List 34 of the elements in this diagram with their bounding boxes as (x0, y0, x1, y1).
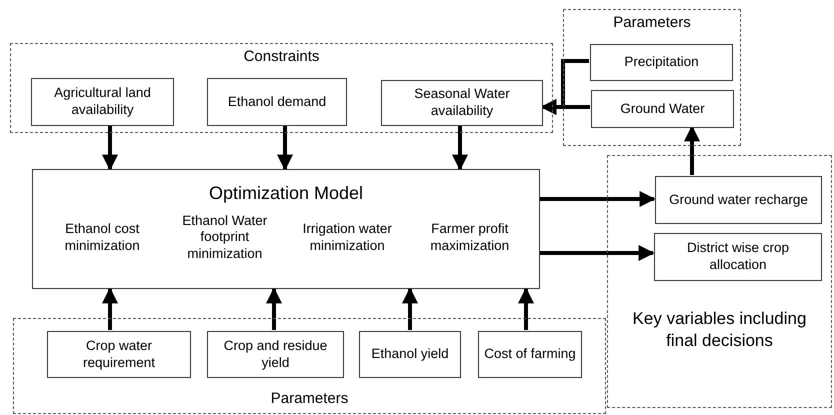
process-box: Ethanol yield (359, 331, 461, 378)
process-box: Crop water requirement (47, 331, 191, 378)
dashed-group-frame (10, 43, 553, 133)
arrow (402, 287, 418, 330)
arrow (277, 125, 293, 171)
arrow (540, 191, 656, 207)
arrow (518, 287, 534, 330)
group-heading: Key variables including final decisions (632, 308, 808, 351)
process-box: Precipitation (590, 44, 733, 81)
group-heading: Parameters (613, 14, 691, 33)
box-title: Optimization Model (208, 182, 364, 204)
arrow (452, 125, 468, 171)
model-box (32, 169, 540, 289)
arrow (102, 287, 118, 330)
arrow (102, 125, 118, 171)
objective-text: Irrigation water minimization (302, 220, 393, 255)
arrow (266, 287, 282, 330)
process-box: Cost of farming (478, 331, 582, 378)
process-box: Seasonal Water availability (381, 80, 543, 126)
group-heading: Parameters (270, 390, 348, 409)
dashed-group-frame (13, 318, 606, 414)
process-box: District wise crop allocation (654, 233, 822, 281)
process-box: Agricultural land availability (31, 78, 174, 126)
arrow (540, 245, 655, 261)
process-box: Ethanol demand (207, 78, 347, 126)
objective-text: Ethanol cost minimization (64, 220, 141, 255)
dashed-group-frame (607, 155, 832, 408)
process-box: Ground Water (591, 90, 734, 128)
dashed-group-frame (563, 9, 741, 146)
process-box: Ground water recharge (655, 176, 822, 224)
group-heading: Constraints (244, 48, 320, 67)
process-box: Crop and residue yield (207, 331, 344, 378)
objective-text: Ethanol Water footprint minimization (181, 212, 268, 264)
objective-text: Farmer profit maximization (429, 220, 510, 255)
